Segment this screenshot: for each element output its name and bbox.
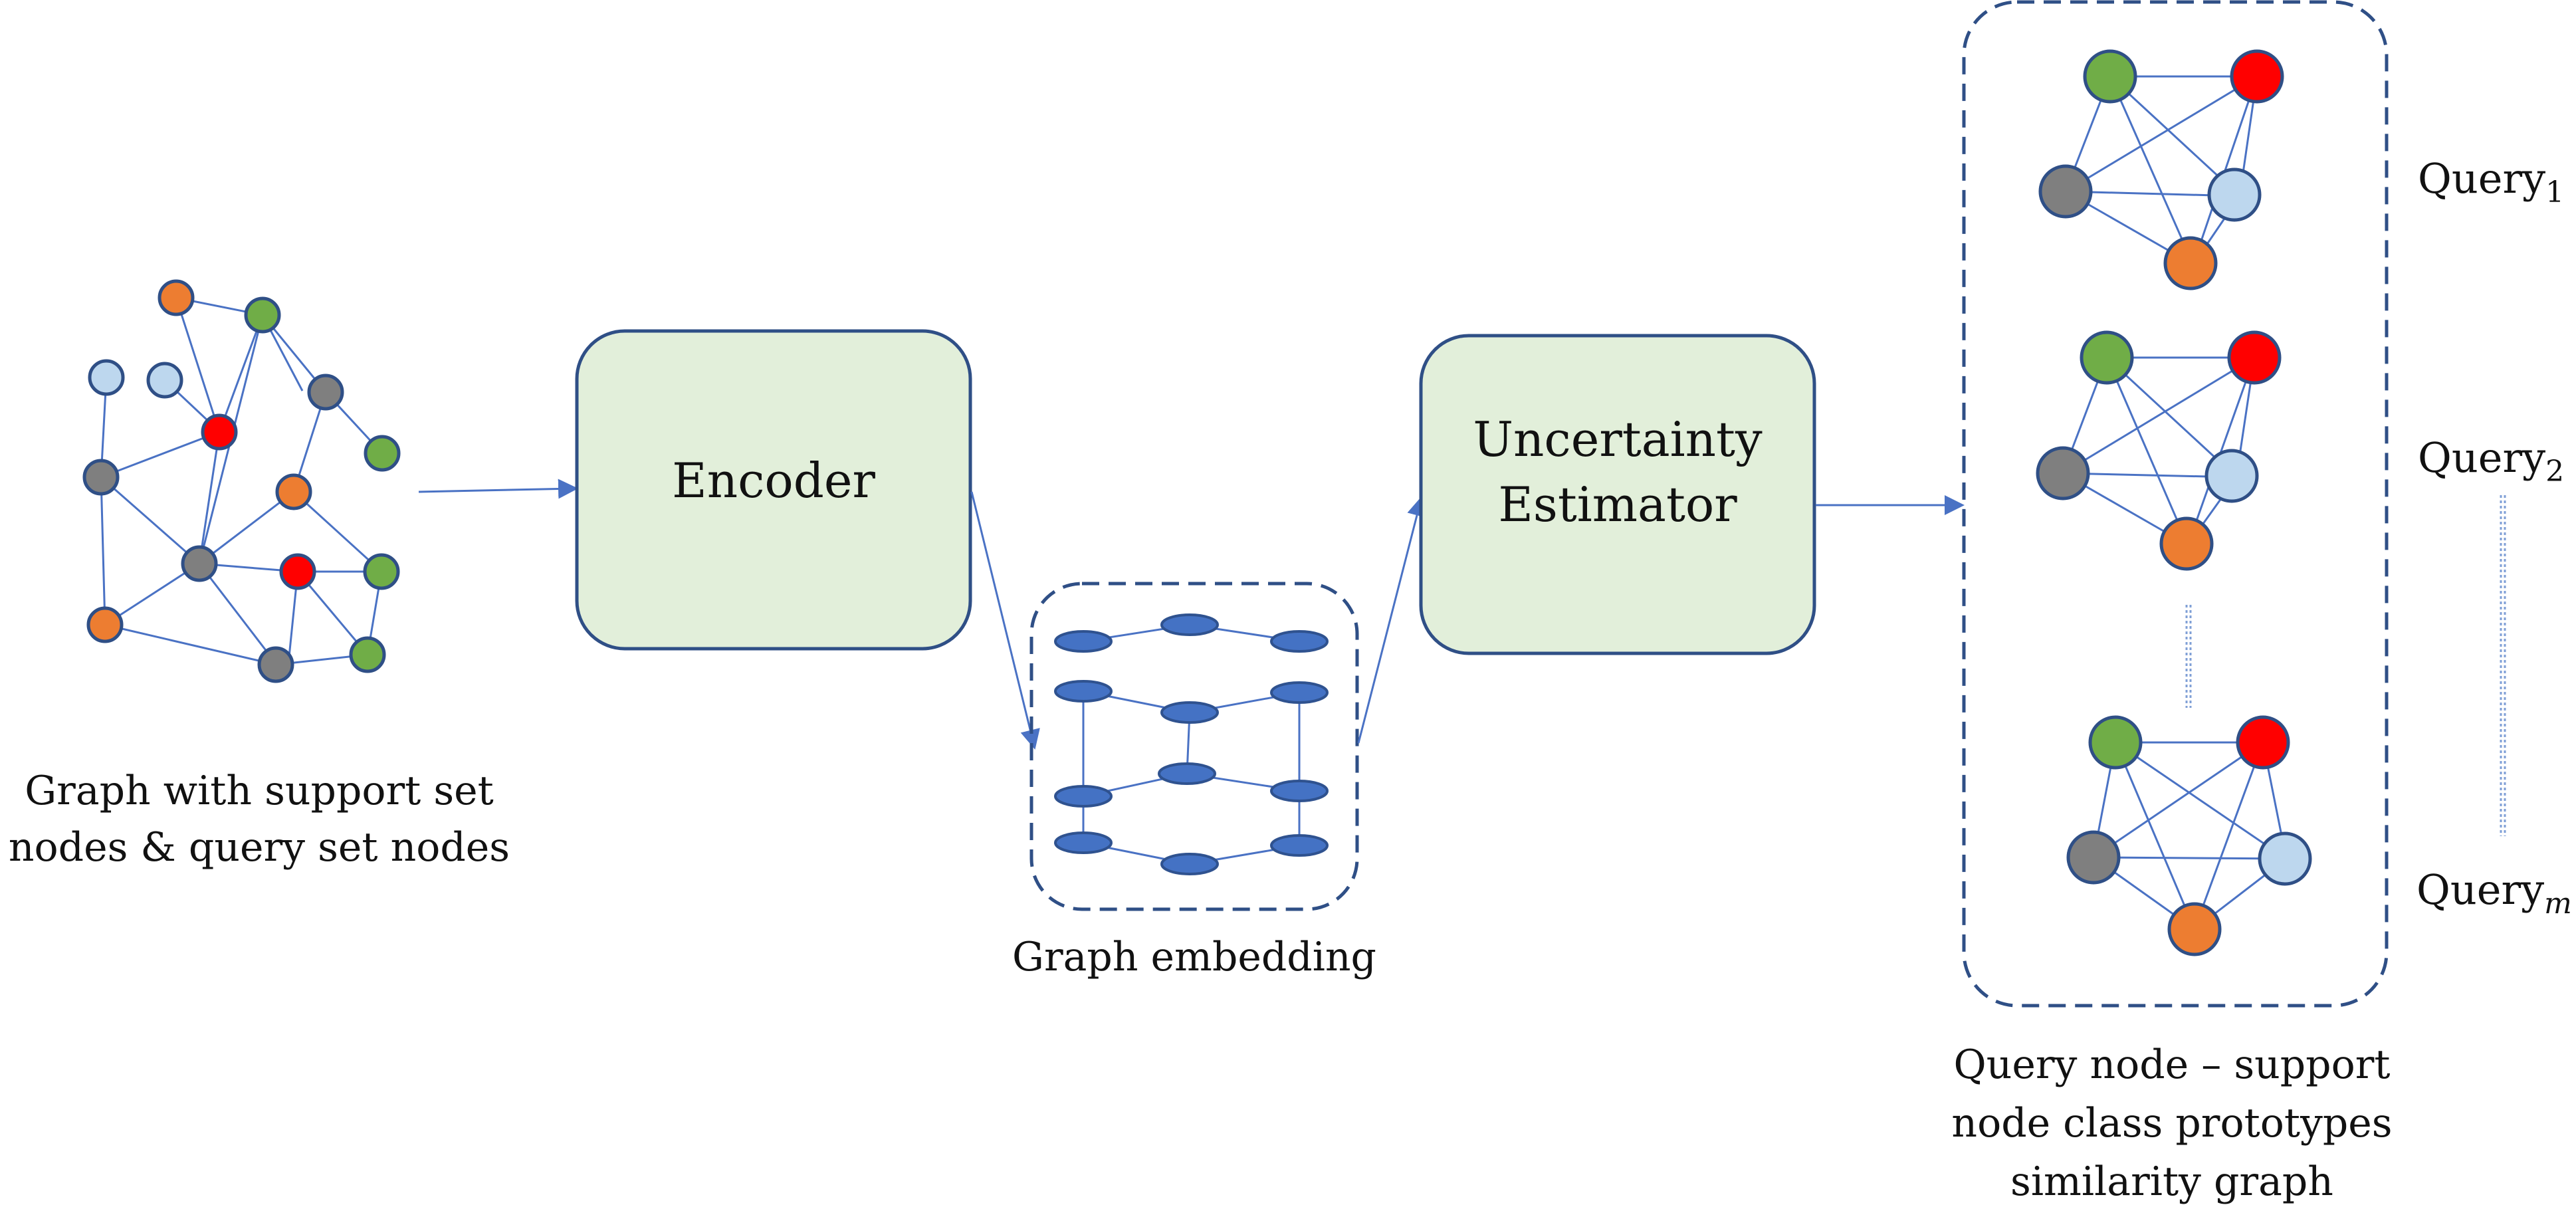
prototype-node-light-blue [2258,831,2312,886]
embedding-node [1054,785,1113,808]
graph-node [275,473,312,510]
similarity-graph-2 [2036,330,2282,571]
embedding-node [1160,613,1219,636]
graph-node [146,362,183,399]
prototype-node-orange [2159,516,2214,571]
prototype-node-orange [2163,236,2218,290]
similarity-caption-line1: Query node – support [1954,1042,2391,1088]
query-label-m: Querym [2416,865,2572,921]
input-graph: Graph with support set nodes & query set… [9,279,510,871]
estimator-block: Uncertainty Estimator [1419,334,1816,655]
query-label-1-base: Query [2418,154,2545,203]
prototype-node-green [2083,49,2137,104]
graph-node [349,636,386,673]
arrow-embedding-to-estimator [1357,496,1427,744]
prototype-node-red [2227,330,2282,385]
graph-node [244,296,281,334]
embedding-node [1270,681,1329,704]
encoder-block: Encoder [575,329,972,651]
input-graph-caption-line2: nodes & query set nodes [9,824,510,871]
graph-node [158,279,195,316]
query-label-2: Query2 [2418,433,2564,489]
arrow-graph-to-encoder [418,479,578,499]
graph-node [82,459,120,496]
prototype-node-light-blue [2204,449,2259,503]
estimator-label-line1: Uncertainty [1473,411,1763,467]
prototype-node-red [2230,49,2284,104]
prototype-node-red [2236,715,2290,770]
graph-node [181,545,218,582]
graph-node [364,435,401,472]
input-graph-caption-line1: Graph with support set [25,768,494,814]
prototype-node-orange [2167,902,2222,956]
query-label-2-base: Query [2418,433,2545,482]
embedding-edges [1082,623,1301,865]
input-graph-edges [100,296,383,666]
query-label-1: Query1 [2418,154,2564,209]
graph-node [88,359,125,396]
embedding-node [1054,831,1113,854]
embedding-node [1160,701,1219,724]
encoder-label: Encoder [672,453,875,508]
prototype-node-light-blue [2207,167,2262,222]
embedding-node [1054,630,1113,653]
similarity-caption-line3: similarity graph [2010,1158,2333,1205]
graph-node [86,606,124,643]
embedding-node [1160,853,1219,875]
similarity-graphs: Query node – support node class prototyp… [1951,0,2393,1205]
similarity-graph-m [2066,715,2312,956]
prototype-node-green [2080,330,2134,385]
query-labels: Query1 Query2 Querym [2416,154,2572,921]
similarity-frame [1962,0,2389,1008]
graph-node [279,553,316,590]
graph-node [307,374,344,411]
graph-node [363,553,400,590]
query-label-1-sub: 1 [2545,175,2564,209]
query-label-2-sub: 2 [2545,455,2564,489]
embedding-frame [1029,582,1359,911]
input-graph-nodes [82,279,401,683]
prototype-node-grey [2066,830,2121,885]
embedding-node [1158,762,1216,785]
encoder-box [575,329,972,651]
prototype-node-grey [2038,164,2093,219]
embedding-node [1270,834,1329,857]
embedding-node [1270,630,1329,653]
graph-embedding: Graph embedding [1012,582,1376,980]
estimator-box [1419,334,1816,655]
similarity-graph-1 [2038,49,2284,290]
embedding-node [1270,780,1329,802]
estimator-label-line2: Estimator [1498,477,1737,532]
graph-node [257,646,294,683]
prototype-node-green [2088,715,2143,770]
graph-node [201,413,238,451]
similarity-caption-line2: node class prototypes [1951,1100,2392,1147]
query-label-m-sub: m [2544,887,2572,921]
arrow-encoder-to-embedding [970,491,1040,750]
query-label-m-base: Query [2416,865,2544,914]
embedding-caption: Graph embedding [1012,934,1376,980]
embedding-node [1054,680,1113,703]
prototype-node-grey [2036,446,2090,500]
embedding-nodes [1054,613,1329,875]
